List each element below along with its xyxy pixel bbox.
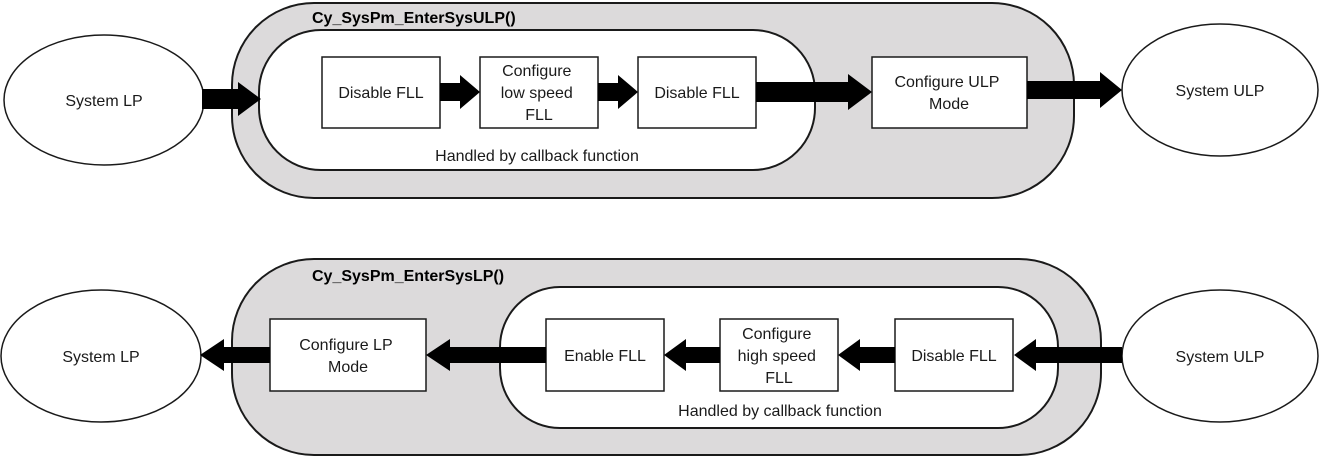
top-callback-label: Handled by callback function [435, 148, 639, 165]
top-step-configure-ulp-mode-label: Configure ULP Mode [894, 74, 1003, 113]
top-step-configure-ulp-mode [871, 56, 1028, 129]
top-start-state-label: System LP [65, 93, 142, 110]
top-step-disable-fll-1 [321, 56, 441, 129]
top-step-disable-fll-2 [637, 56, 757, 129]
bottom-callback-label: Handled by callback function [678, 403, 882, 420]
bottom-arrow-5 [200, 339, 270, 371]
bottom-end-state-label: System LP [62, 349, 139, 366]
bottom-arrow-3 [664, 339, 720, 371]
top-arrow-3 [598, 75, 638, 109]
top-flow: Cy_SysPm_EnterSysULP() Handled by callba… [3, 2, 1319, 199]
top-step-disable-fll-2-label: Disable FLL [654, 85, 739, 102]
bottom-function-title: Cy_SysPm_EnterSysLP() [312, 268, 504, 285]
top-function-title: Cy_SysPm_EnterSysULP() [312, 10, 516, 27]
bottom-step-enable-fll-label: Enable FLL [564, 348, 646, 365]
bottom-step-enable-fll [545, 318, 665, 392]
top-arrow-1 [202, 82, 261, 116]
top-step-configure-low-speed-fll [479, 56, 599, 129]
top-arrow-5 [1027, 72, 1122, 108]
bottom-start-state-label: System ULP [1176, 349, 1265, 366]
bottom-step-configure-lp-mode [269, 318, 427, 392]
bottom-arrow-1 [1014, 339, 1122, 371]
top-end-state-label: System ULP [1176, 83, 1265, 100]
top-arrow-2 [440, 75, 480, 109]
bottom-end-state-system-lp [0, 289, 202, 423]
top-arrow-4 [756, 74, 872, 110]
bottom-step-configure-high-speed-fll [719, 318, 839, 392]
bottom-step-disable-fll [894, 318, 1014, 392]
bottom-arrow-4 [426, 339, 546, 371]
top-step-disable-fll-1-label: Disable FLL [338, 85, 423, 102]
bottom-arrow-2 [838, 339, 895, 371]
bottom-flow: Cy_SysPm_EnterSysLP() Handled by callbac… [0, 258, 1319, 456]
bottom-step-configure-lp-mode-label: Configure LP Mode [299, 337, 397, 376]
bottom-step-configure-high-speed-fll-label: Configure high speed FLL [738, 326, 821, 387]
bottom-step-disable-fll-label: Disable FLL [911, 348, 996, 365]
top-step-configure-low-speed-fll-label: Configure low speed FLL [501, 63, 578, 124]
